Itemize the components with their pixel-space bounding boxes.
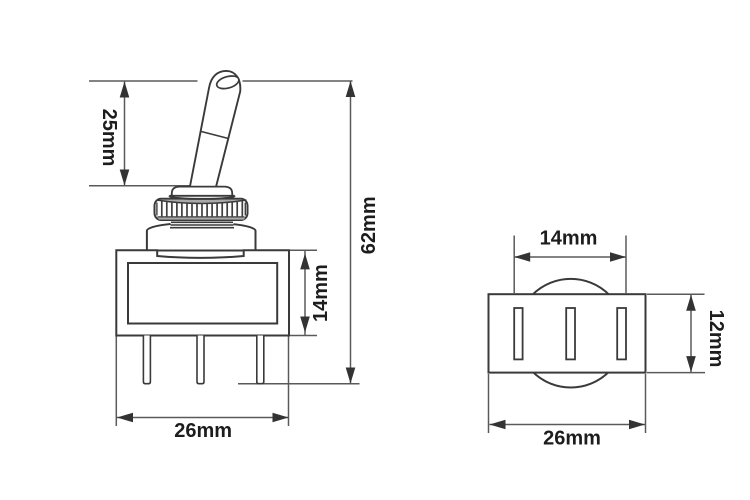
svg-text:26mm: 26mm	[174, 420, 232, 442]
svg-text:14mm: 14mm	[310, 264, 332, 322]
svg-text:26mm: 26mm	[543, 428, 601, 450]
svg-text:62mm: 62mm	[358, 196, 380, 254]
svg-text:25mm: 25mm	[98, 109, 120, 167]
svg-text:14mm: 14mm	[540, 227, 598, 249]
svg-text:12mm: 12mm	[705, 310, 727, 368]
